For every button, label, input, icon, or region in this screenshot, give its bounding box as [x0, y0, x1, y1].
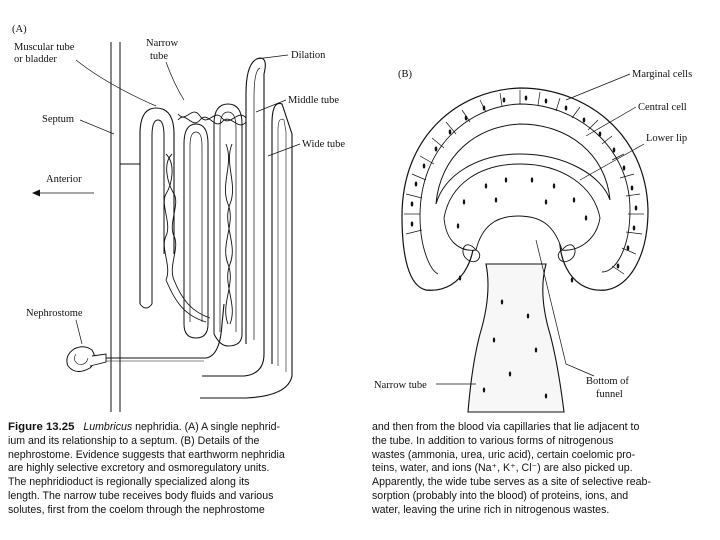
caption-right-line-1: and then from the blood via capillaries … — [372, 421, 640, 433]
nephrostome-to-tubule — [106, 303, 225, 359]
narrow-tube-leader — [165, 61, 185, 101]
marginal-cell-nuclei — [410, 95, 638, 269]
central-cell-leader — [585, 106, 637, 137]
caption-left-text-1: nephridia. (A) A single nephrid- — [132, 421, 281, 433]
caption-right-line-2: the tube. In addition to various forms o… — [372, 434, 614, 447]
lower-lip-label: Lower lip — [646, 133, 687, 144]
caption-left-line-2: ium and its relationship to a septum. (B… — [8, 434, 260, 447]
marginal-cells-label: Marginal cells — [632, 69, 692, 80]
narrow-tube-twist — [163, 111, 247, 325]
wide-tube-leader — [267, 143, 301, 157]
figure-caption: Figure 13.25 Lumbricus nephridia. (A) A … — [0, 421, 720, 540]
genus-name: Lumbricus — [83, 421, 133, 433]
muscular-tube-leader — [75, 59, 157, 107]
panel-b-label: (B) — [398, 69, 413, 80]
caption-left-line-6: length. The narrow tube receives body fl… — [8, 489, 274, 502]
septum-leader — [79, 119, 115, 135]
lower-lip — [443, 163, 601, 251]
anterior-label: Anterior — [46, 174, 82, 185]
caption-left-line-3: nephrostome. Evidence suggests that eart… — [8, 448, 285, 461]
caption-right-line-5: Apparently, the wide tube serves as a si… — [372, 476, 651, 489]
dilation-label: Dilation — [291, 50, 326, 61]
wide-tube — [200, 57, 293, 399]
figure-drawing: (A) Muscular tube or bladder Narrow tube… — [12, 24, 692, 413]
muscular-tube-label-line1: Muscular tube — [14, 42, 75, 53]
narrow-tube-label-line1: Narrow — [146, 38, 178, 49]
narrow-tube-label-line2: tube — [150, 51, 168, 62]
caption-right-line-6: sorption (probably into the blood) of pr… — [372, 489, 629, 502]
nephrostome-leader — [75, 319, 83, 345]
narrow-tube-b-label: Narrow tube — [374, 380, 427, 391]
stalk-narrow-tube — [467, 263, 565, 413]
middle-tube-label: Middle tube — [288, 95, 339, 106]
marginal-cells-leader — [565, 73, 631, 101]
stalk-nuclei — [458, 275, 574, 399]
bottom-of-funnel-label-line1: Bottom of — [586, 376, 629, 387]
caption-left-column: Figure 13.25 Lumbricus nephridia. (A) A … — [8, 421, 358, 518]
figure-number: Figure 13.25 — [8, 421, 75, 433]
caption-right-line-7: water, leaving the urine rich in nitroge… — [372, 503, 610, 516]
lower-lip-leader — [579, 143, 645, 181]
funnel-curl-left — [462, 244, 481, 262]
central-cell-label: Central cell — [638, 102, 687, 113]
septum-wall — [110, 42, 121, 412]
bottom-of-funnel-leader — [535, 239, 595, 377]
caption-left-line-7: solutes, first from the coelom through t… — [8, 503, 265, 516]
central-cell — [435, 123, 611, 205]
septum-label: Septum — [42, 114, 74, 125]
nephrostome-funnel — [66, 346, 107, 372]
anterior-arrowhead — [32, 189, 40, 197]
lower-lip-nuclei — [456, 177, 588, 229]
caption-left-line-4: are highly selective excretory and osmor… — [8, 462, 270, 475]
figure-panels: (A) Muscular tube or bladder Narrow tube… — [6, 4, 716, 416]
caption-left-line-5: The nephridioduct is regionally speciali… — [8, 476, 250, 489]
nephrostome-label: Nephrostome — [26, 308, 83, 319]
wide-tube-label: Wide tube — [302, 139, 345, 150]
muscular-tube-label-line2: or bladder — [14, 54, 57, 65]
panel-a: (A) Muscular tube or bladder Narrow tube… — [12, 24, 345, 412]
muscular-tube-bladder — [120, 107, 175, 309]
caption-right-line-4: teins, water, and ions (Na⁺, K⁺, Cl⁻) ar… — [372, 462, 633, 475]
bottom-of-funnel-label-line2: funnel — [596, 389, 623, 400]
caption-left-line-1: Figure 13.25 Lumbricus nephridia. (A) A … — [8, 421, 358, 435]
marginal-cells-walls — [404, 90, 644, 275]
caption-right-line-3: wastes (ammonia, urea, uric acid), certa… — [372, 448, 636, 461]
funnel-curl-right — [557, 244, 576, 262]
panel-a-label: (A) — [12, 24, 27, 35]
panel-b: (B) — [374, 69, 692, 413]
caption-right-column: and then from the blood via capillaries … — [372, 421, 716, 518]
middle-tube-leader — [255, 99, 287, 113]
middle-tube-loops — [183, 103, 243, 347]
